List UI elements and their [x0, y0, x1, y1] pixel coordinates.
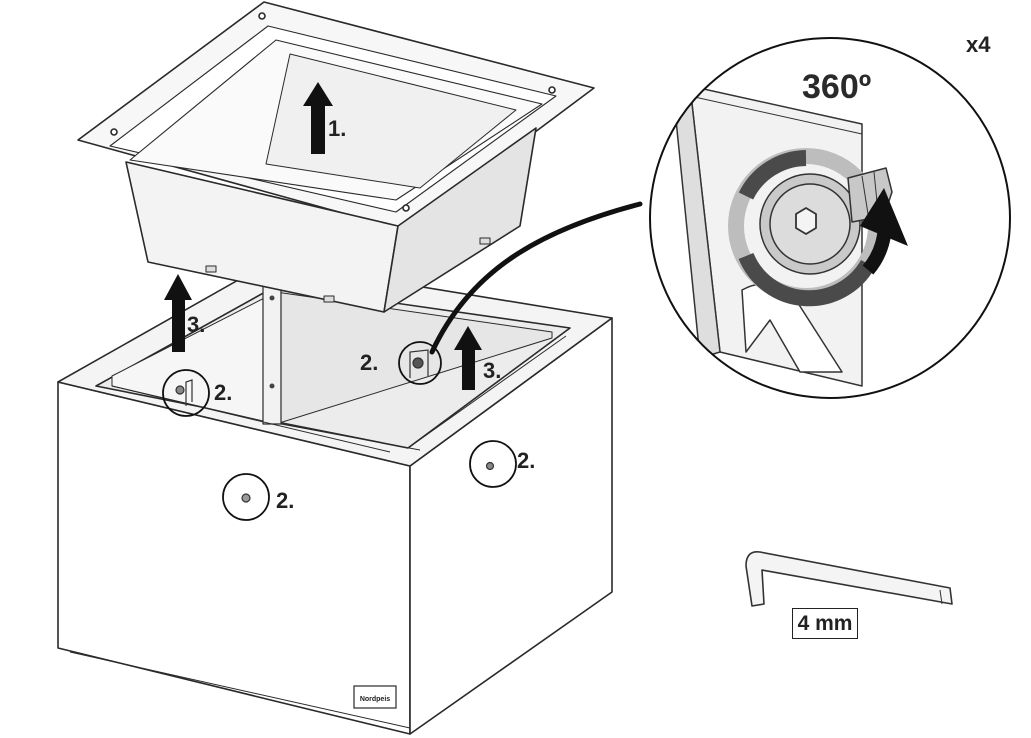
flange-hole: [258, 12, 266, 20]
post-screw: [269, 295, 275, 301]
insert-tab: [479, 237, 491, 245]
screws: [175, 349, 495, 503]
hex-socket: [795, 207, 817, 235]
step-label-2-a: 2.: [214, 380, 232, 405]
step-label-3-right: 3.: [483, 358, 501, 383]
screw-icon: [241, 493, 251, 503]
detail-leader-line: [429, 201, 643, 355]
base-box: [57, 261, 613, 735]
step-label-2-d: 2.: [276, 488, 294, 513]
rotation-arrowhead: [860, 188, 908, 246]
allen-key-icon: [745, 550, 953, 607]
lift-arrow-1: [303, 82, 333, 154]
step-label-2-b: 2.: [360, 350, 378, 375]
lift-arrow-3-left: [164, 274, 192, 352]
inner-edge: [111, 385, 391, 453]
step-label-3-left: 3.: [187, 312, 205, 337]
screw-icon: [175, 385, 185, 395]
brand-logo: Nordpeis: [353, 685, 397, 709]
corner-post: [262, 283, 282, 425]
bracket-icon: [185, 379, 193, 406]
lifted-insert: [77, 1, 595, 313]
insert-body-right: [383, 127, 537, 313]
inner-edge: [407, 335, 567, 449]
callout-circle: [398, 341, 442, 385]
inner-edge: [280, 423, 421, 451]
brand-logo-text: Nordpeis: [360, 696, 390, 703]
insert-tab: [205, 265, 217, 273]
arrows: [164, 82, 482, 390]
plinth-line: [69, 651, 411, 729]
callout-circle: [469, 440, 517, 488]
step-labels: 1. 3. 3. 2. 2. 2. 2.: [187, 116, 535, 513]
flange-hole: [548, 86, 556, 94]
tool-size-label: 4 mm: [792, 608, 858, 639]
post-screw: [269, 383, 275, 389]
quantity-label: x4: [966, 32, 991, 57]
detail-zoom: 360º: [649, 37, 1011, 399]
rotation-label: 360º: [802, 68, 871, 106]
detail-zoom-border: [649, 37, 1011, 399]
lift-arrow-3-right: [454, 326, 482, 390]
flange-hole: [402, 204, 410, 212]
flange-hole: [110, 128, 118, 136]
callout-circle: [222, 473, 270, 521]
rotation-ring-dark: [738, 252, 875, 307]
callout-circle: [162, 369, 210, 417]
insert-tab: [323, 295, 335, 303]
screw-icon: [485, 461, 495, 471]
insert-inner-bottom: [265, 53, 517, 189]
screw-icon: [412, 357, 424, 369]
step-label-1: 1.: [328, 116, 346, 141]
screw-callouts: [162, 341, 517, 521]
step-label-2-c: 2.: [517, 448, 535, 473]
bracket-icon: [409, 349, 429, 378]
